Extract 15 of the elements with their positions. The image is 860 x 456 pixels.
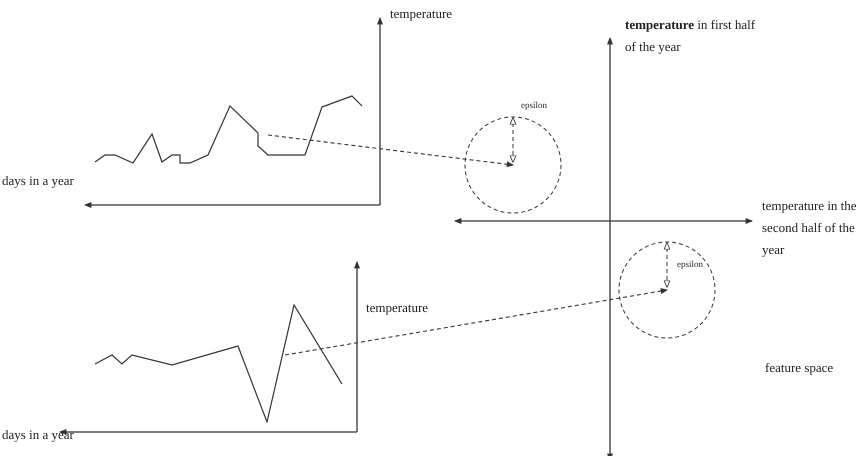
axis-label: days in a year: [2, 172, 74, 190]
arrow: [268, 134, 514, 168]
axis-label: temperature in the second half of the year: [762, 197, 858, 259]
caption-text: feature space: [765, 359, 834, 377]
dimension-label: epsilon: [677, 258, 703, 270]
arrow: [284, 288, 668, 356]
axis-label: temperature: [366, 299, 428, 317]
axis-label: days in a year: [2, 426, 74, 444]
line-graph-drawing: [94, 304, 343, 423]
tolerance-circle: [618, 241, 716, 339]
axis-label: temperature: [390, 5, 452, 23]
line-graph-drawing: [94, 95, 363, 164]
tolerance-circle: [464, 116, 562, 214]
dimension-label: epsilon: [521, 99, 547, 111]
axis-label: temperature in first half of the year: [625, 16, 756, 56]
